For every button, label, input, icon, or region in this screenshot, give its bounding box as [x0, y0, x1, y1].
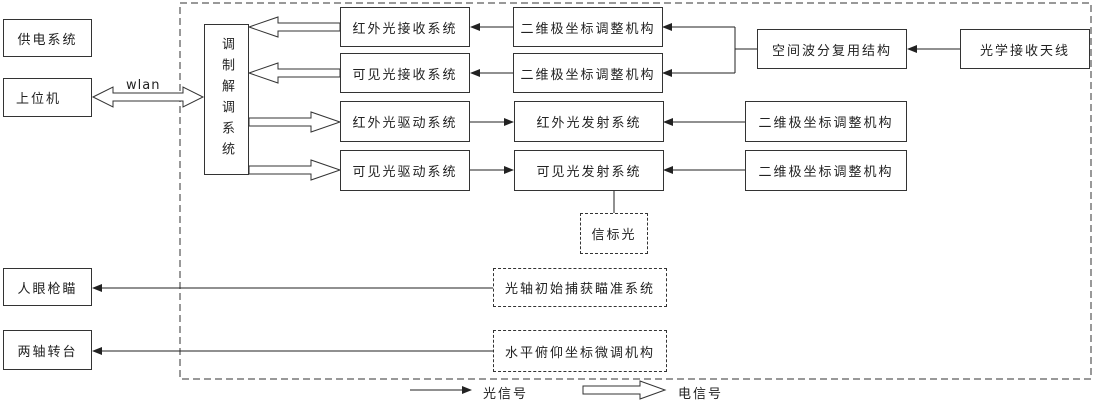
- rx-visible-adjust-box: 二维极坐标调整机构: [513, 53, 663, 93]
- legend-optical-label: 光信号: [483, 387, 529, 402]
- legend-electrical-arrow: [582, 380, 667, 400]
- ir-drive-box: 红外光驱动系统: [340, 101, 470, 142]
- visible-receive-to-modem-arrow: [247, 62, 341, 84]
- ir-emit-box: 红外光发射系统: [514, 101, 664, 142]
- wlan-label: wlan: [126, 78, 161, 93]
- visible-receive-box: 可见光接收系统: [340, 53, 470, 93]
- tx-ir-adjust-box: 二维极坐标调整机构: [745, 101, 907, 142]
- modem-box: 调制解调系统: [204, 24, 249, 175]
- visible-drive-box: 可见光驱动系统: [340, 150, 470, 191]
- wdm-box: 空间波分复用结构: [757, 29, 907, 69]
- acquisition-box: 光轴初始捕获瞄准系统: [493, 268, 667, 307]
- beacon-box: 信标光: [580, 213, 648, 254]
- outer-dashed-boundary: [179, 2, 1092, 380]
- power-system-box: 供电系统: [3, 19, 92, 57]
- wdm-split-line: [734, 27, 757, 73]
- visible-emit-box: 可见光发射系统: [514, 150, 664, 191]
- modem-to-ir-drive-arrow: [248, 111, 342, 133]
- antenna-box: 光学接收天线: [960, 29, 1090, 69]
- turntable-box: 两轴转台: [3, 330, 92, 370]
- fine-adjust-box: 水平俯仰坐标微调机构: [493, 330, 667, 372]
- legend-electrical-label: 电信号: [678, 387, 724, 402]
- host-computer-box: 上位机: [3, 78, 92, 117]
- eye-aim-box: 人眼枪瞄: [3, 268, 92, 306]
- modem-to-visible-drive-arrow: [248, 159, 342, 181]
- tx-visible-adjust-box: 二维极坐标调整机构: [745, 150, 907, 191]
- ir-receive-box: 红外光接收系统: [340, 7, 470, 47]
- wlan-double-arrow: [91, 86, 205, 108]
- rx-ir-adjust-box: 二维极坐标调整机构: [513, 7, 663, 47]
- ir-receive-to-modem-arrow: [247, 16, 341, 38]
